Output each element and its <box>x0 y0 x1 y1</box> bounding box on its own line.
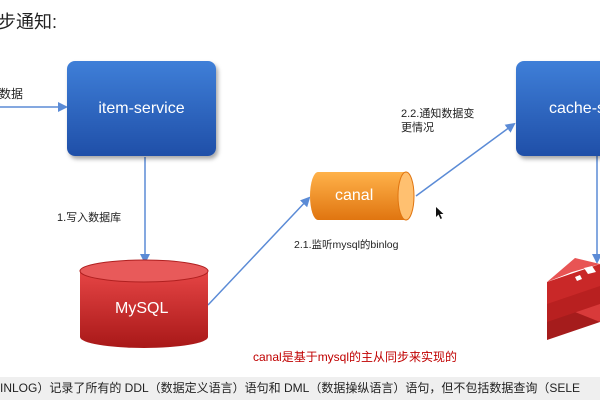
canal-label: canal <box>335 187 374 204</box>
canal-note: canal是基于mysql的主从同步来实现的 <box>253 350 458 364</box>
write-db-label: 1.写入数据库 <box>57 212 122 224</box>
notify-label-line2: 更情况 <box>401 122 434 134</box>
cursor-icon <box>436 207 444 219</box>
item-service-label: item-service <box>98 99 185 117</box>
canal-cylinder <box>310 171 415 221</box>
left-data-label: 数据 <box>0 87 24 101</box>
item-service-node: item-service <box>67 61 216 156</box>
mysql-label: MySQL <box>115 300 169 317</box>
footer-text: INLOG）记录了所有的 DDL（数据定义语言）语句和 DML（数据操纵语言）语… <box>0 381 581 395</box>
redis-icon <box>547 258 600 340</box>
cache-service-label: cache-s <box>549 99 600 117</box>
arrow-mysql-to-canal <box>207 196 311 306</box>
arrow-canal-to-cache-service <box>415 122 516 197</box>
notify-label-line1: 2.2.通知数据变 <box>401 108 475 120</box>
slide-title: 步通知: <box>0 12 58 32</box>
mysql-cylinder <box>79 259 209 348</box>
cache-service-node: cache-s <box>516 61 600 156</box>
footer-caption: INLOG）记录了所有的 DDL（数据定义语言）语句和 DML（数据操纵语言）语… <box>0 377 600 400</box>
listen-binlog-label: 2.1.监听mysql的binlog <box>294 239 399 251</box>
